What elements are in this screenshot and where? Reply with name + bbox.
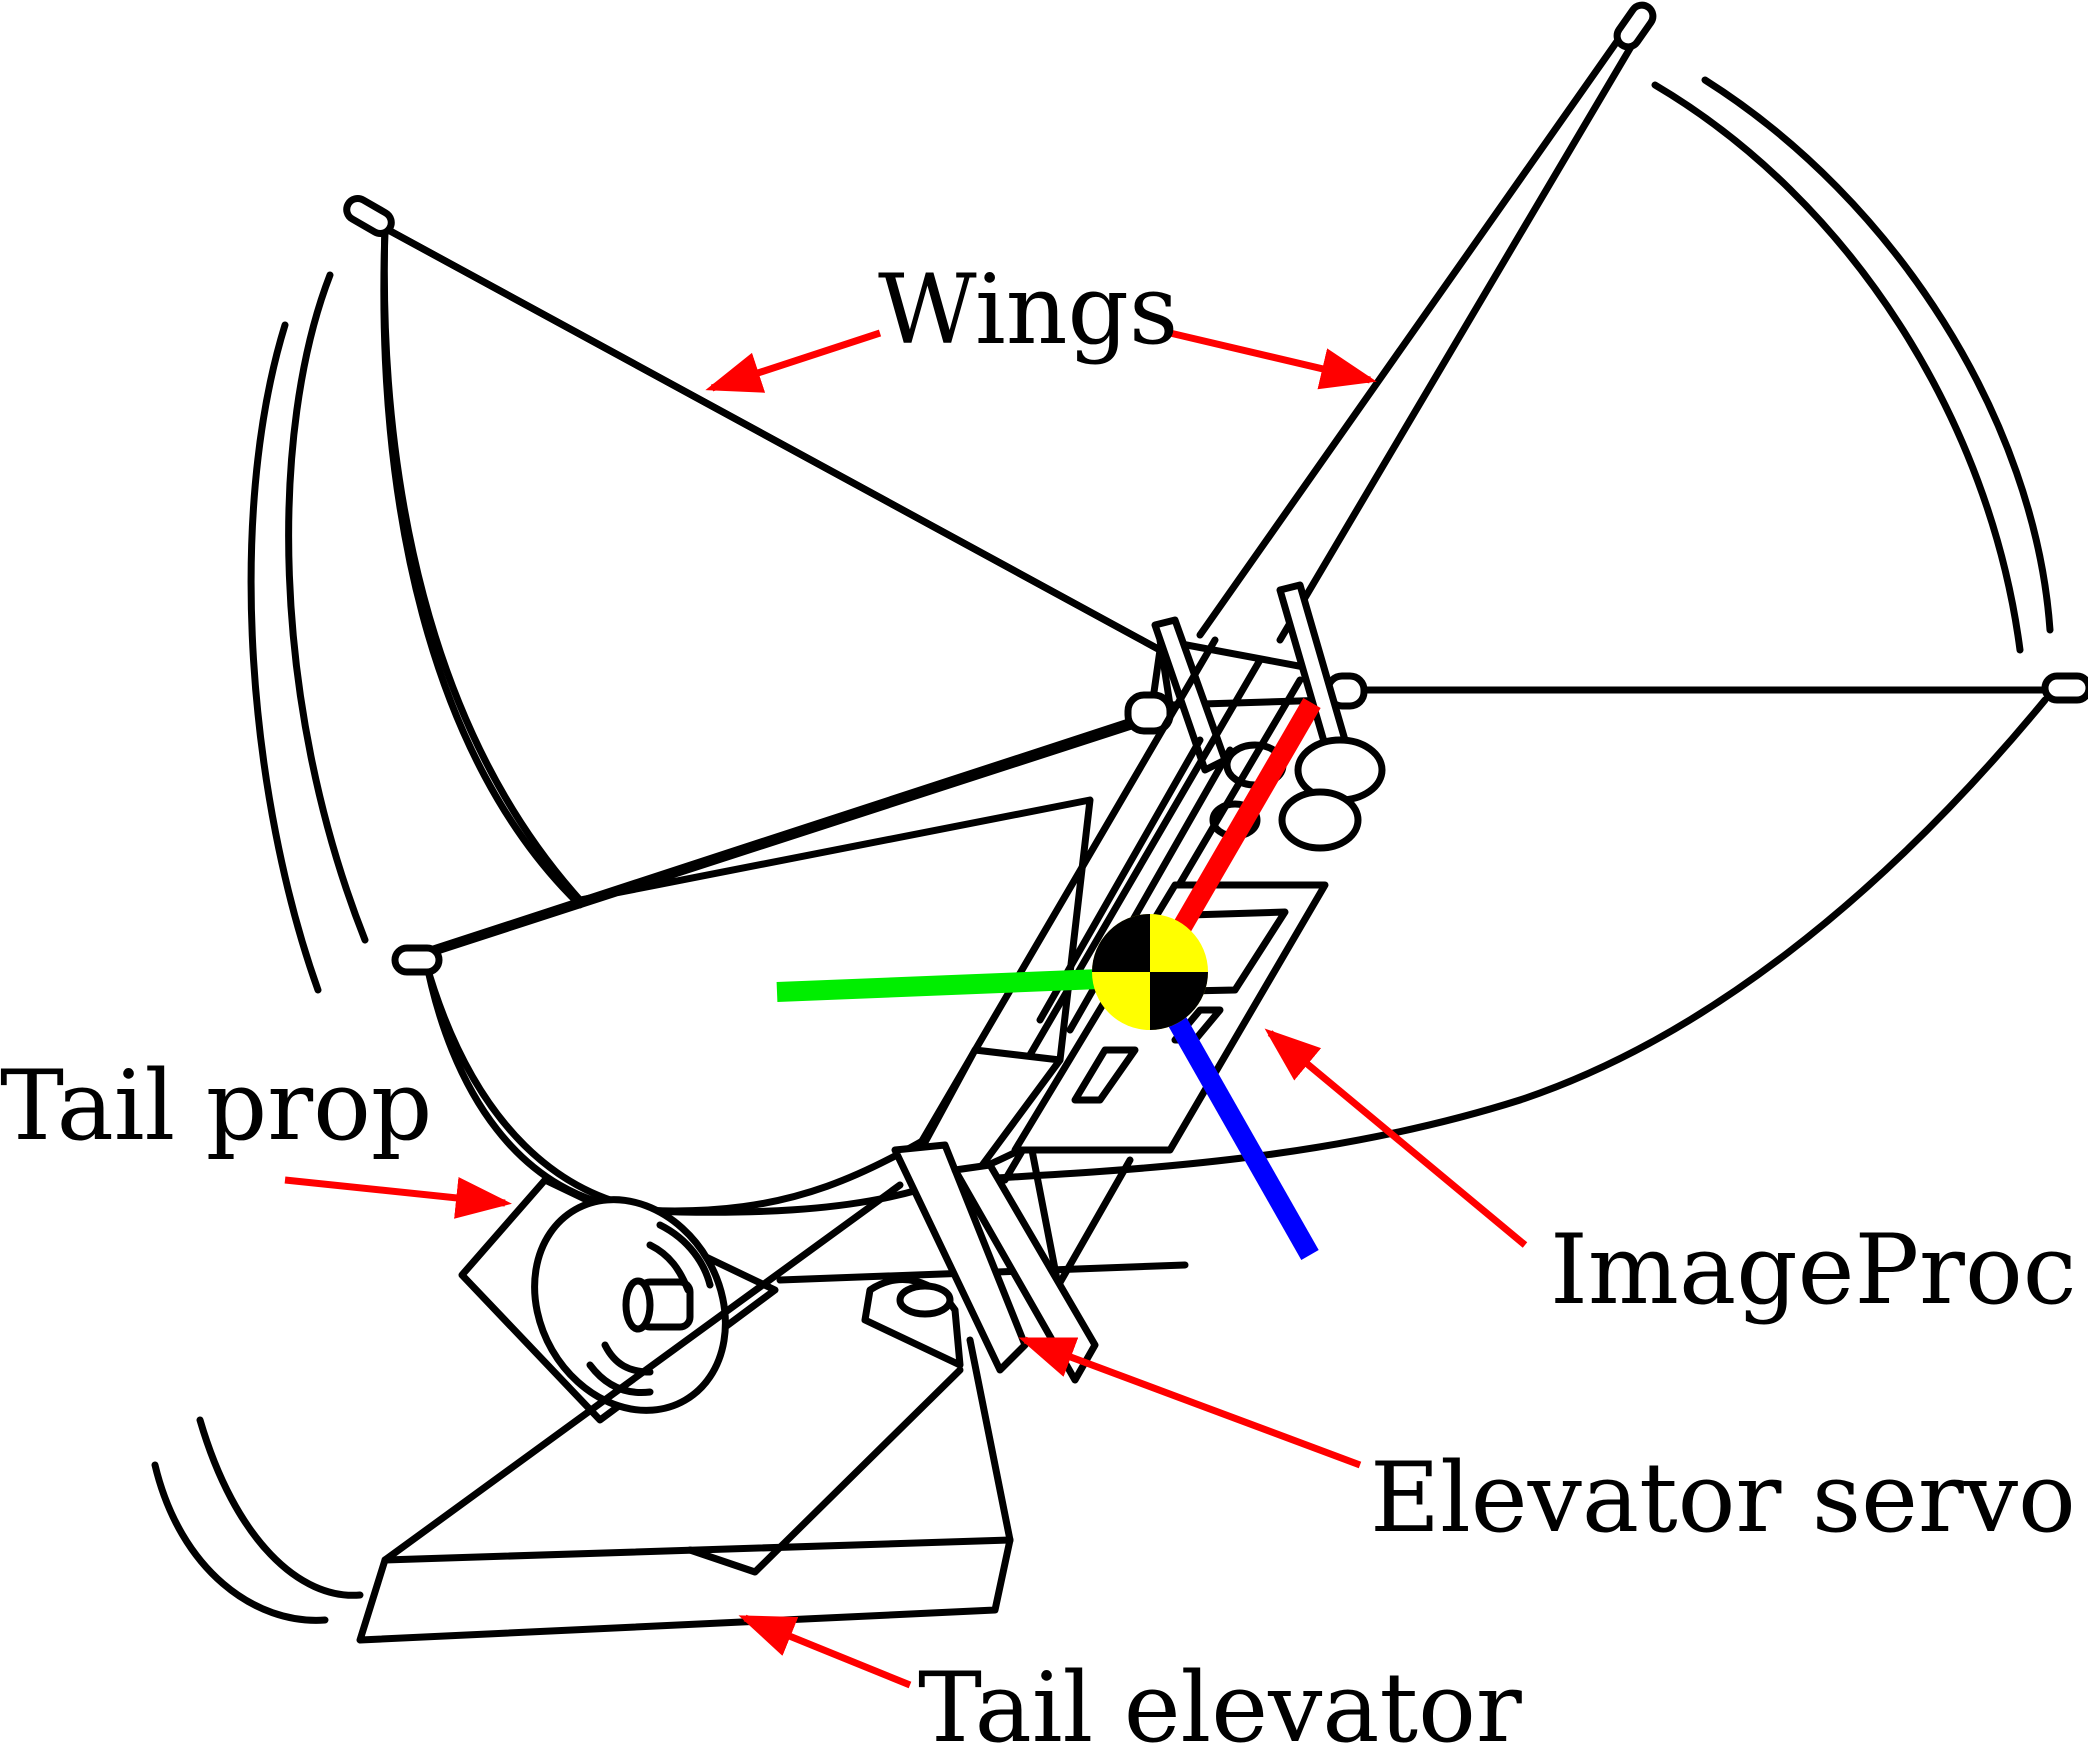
wings-arrow-left xyxy=(705,329,882,393)
axis-y xyxy=(776,968,1126,1002)
tail-elevator-label: Tail elevator xyxy=(918,1652,1522,1764)
right-wing xyxy=(956,1,2088,1184)
tail-prop xyxy=(458,1176,1189,1424)
elevator-servo xyxy=(861,1141,1099,1384)
wing-mount xyxy=(1124,581,1386,852)
wings-arrow-right xyxy=(1169,329,1377,390)
axis-x xyxy=(1151,697,1321,971)
imageproc-arrow xyxy=(1264,1028,1528,1248)
tail-elevator-arrow xyxy=(738,1614,912,1689)
body-axes xyxy=(776,697,1321,1260)
tail-prop-arrow xyxy=(284,1176,512,1219)
axis-z xyxy=(1156,995,1319,1260)
left-wing xyxy=(343,195,1164,1216)
imageproc-label: ImageProc xyxy=(1550,1214,2077,1326)
elevator-servo-label: Elevator servo xyxy=(1370,1442,2076,1554)
elevator-servo-arrow xyxy=(1018,1336,1362,1469)
annotation-arrows xyxy=(284,329,1528,1689)
wing-motion-arcs xyxy=(151,76,2054,1624)
wings-label: Wings xyxy=(878,254,1179,366)
center-of-gravity-icon xyxy=(1092,914,1208,1030)
tail-elevator xyxy=(356,1181,1014,1644)
tail-prop-label: Tail prop xyxy=(0,1050,433,1162)
